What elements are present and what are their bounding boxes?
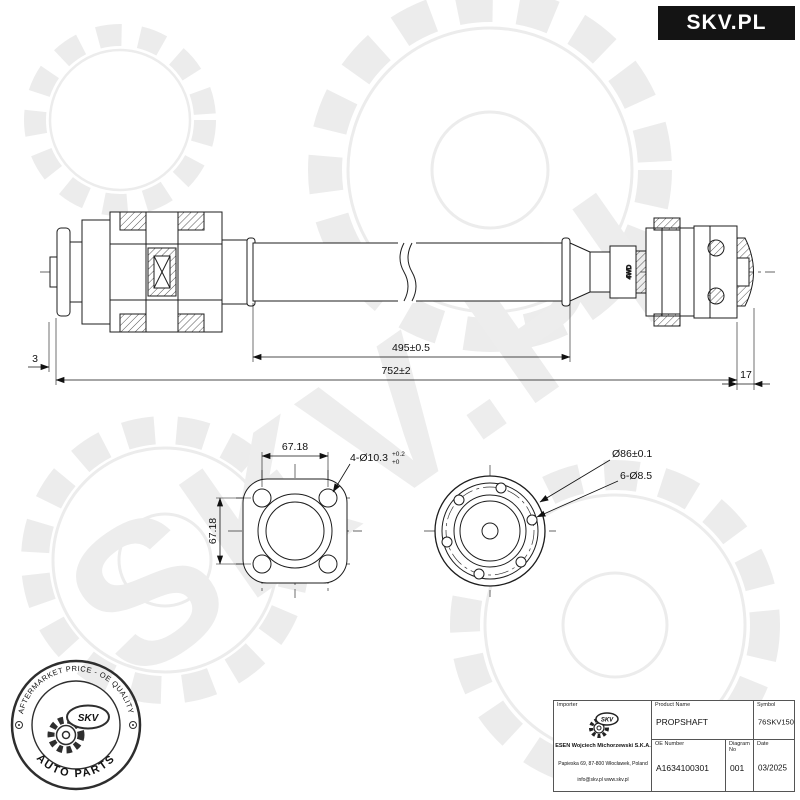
importer-company: ESEN Wojciech Michorzewski S.K.A. [555, 743, 651, 749]
product-name-value: PROPSHAFT [656, 716, 708, 727]
right-joint-flange [569, 217, 754, 327]
titleblock-date-cell: Date 03/2025 [754, 740, 794, 791]
left-flange-joint [49, 211, 254, 333]
round-flange-diameter-label: Ø86±0.1 [612, 448, 652, 460]
stamp-gear-icon [47, 716, 85, 754]
symbol-value: 76SKV150 [758, 717, 794, 727]
dim-495-label: 495±0.5 [392, 342, 430, 354]
stamp-center-text: SKV [78, 713, 100, 724]
square-flange-holes-label: 4-Ø10.3 [350, 452, 388, 464]
dim-752-label: 752±2 [381, 365, 410, 377]
dimension-3: 3 [28, 322, 50, 372]
diagram-no-label: Diagram No [729, 741, 750, 753]
importer-label: Importer [557, 702, 578, 708]
shaft-marking: 4WD [626, 264, 633, 279]
titleblock-symbol-cell: Symbol 76SKV150 [754, 701, 794, 740]
titleblock-diagram-cell: Diagram No 001 [726, 740, 754, 791]
dim-17-label: 17 [740, 369, 752, 381]
stamp-oval [66, 704, 110, 730]
shaft-side-view: 4WD [49, 211, 754, 333]
round-flange-view [424, 465, 556, 597]
titleblock-product-cell: Product Name PROPSHAFT [652, 701, 754, 740]
title-block: Importer SKV ESEN Wojciech Michorzewski … [553, 700, 795, 792]
round-flange-holes-label: 6-Ø8.5 [620, 470, 652, 482]
brand-logo-text: SKV.PL [686, 11, 767, 34]
shaft-tube [246, 237, 571, 307]
quality-stamp: AFTERMARKET PRICE - OE QUALITY AUTO PART… [10, 659, 142, 791]
date-label: Date [757, 741, 769, 747]
square-flange-view [228, 464, 362, 598]
titleblock-importer-cell: Importer SKV ESEN Wojciech Michorzewski … [554, 701, 652, 791]
diagram-no-value: 001 [730, 763, 745, 774]
product-name-label: Product Name [655, 702, 691, 708]
dimension-17: 17 [722, 308, 770, 390]
date-value: 03/2025 [758, 763, 787, 773]
titleblock-oe-cell: OE Number A1634100301 [652, 740, 726, 791]
importer-address: Papieska 69, 87-800 Włocławek, Poland [558, 761, 648, 767]
oe-number-value: A1634100301 [656, 763, 709, 774]
symbol-label: Symbol [757, 702, 776, 708]
square-flange-height-label: 67.18 [207, 518, 219, 544]
importer-logo-text: SKV [601, 718, 614, 724]
oe-number-label: OE Number [655, 741, 685, 747]
dimension-495: 495±0.5 [252, 303, 571, 362]
dim-3-label: 3 [32, 353, 38, 365]
square-flange-width-label: 67.18 [282, 441, 308, 453]
square-flange-tol-lower: +0 [392, 459, 400, 466]
brand-logo-box: SKV.PL [658, 6, 795, 40]
importer-contact: info@skv.pl www.skv.pl [577, 777, 629, 783]
square-flange-dimensions: 67.18 67.18 4-Ø10.3 +0.2 +0 [207, 441, 405, 565]
stamp-arc-bottom-text: AUTO PARTS [34, 752, 118, 780]
dimension-752: 752±2 [55, 318, 738, 390]
importer-logo-icon: SKV [589, 712, 619, 738]
round-flange-dimensions: Ø86±0.1 6-Ø8.5 [536, 448, 652, 518]
square-flange-tol-upper: +0.2 [392, 451, 405, 458]
